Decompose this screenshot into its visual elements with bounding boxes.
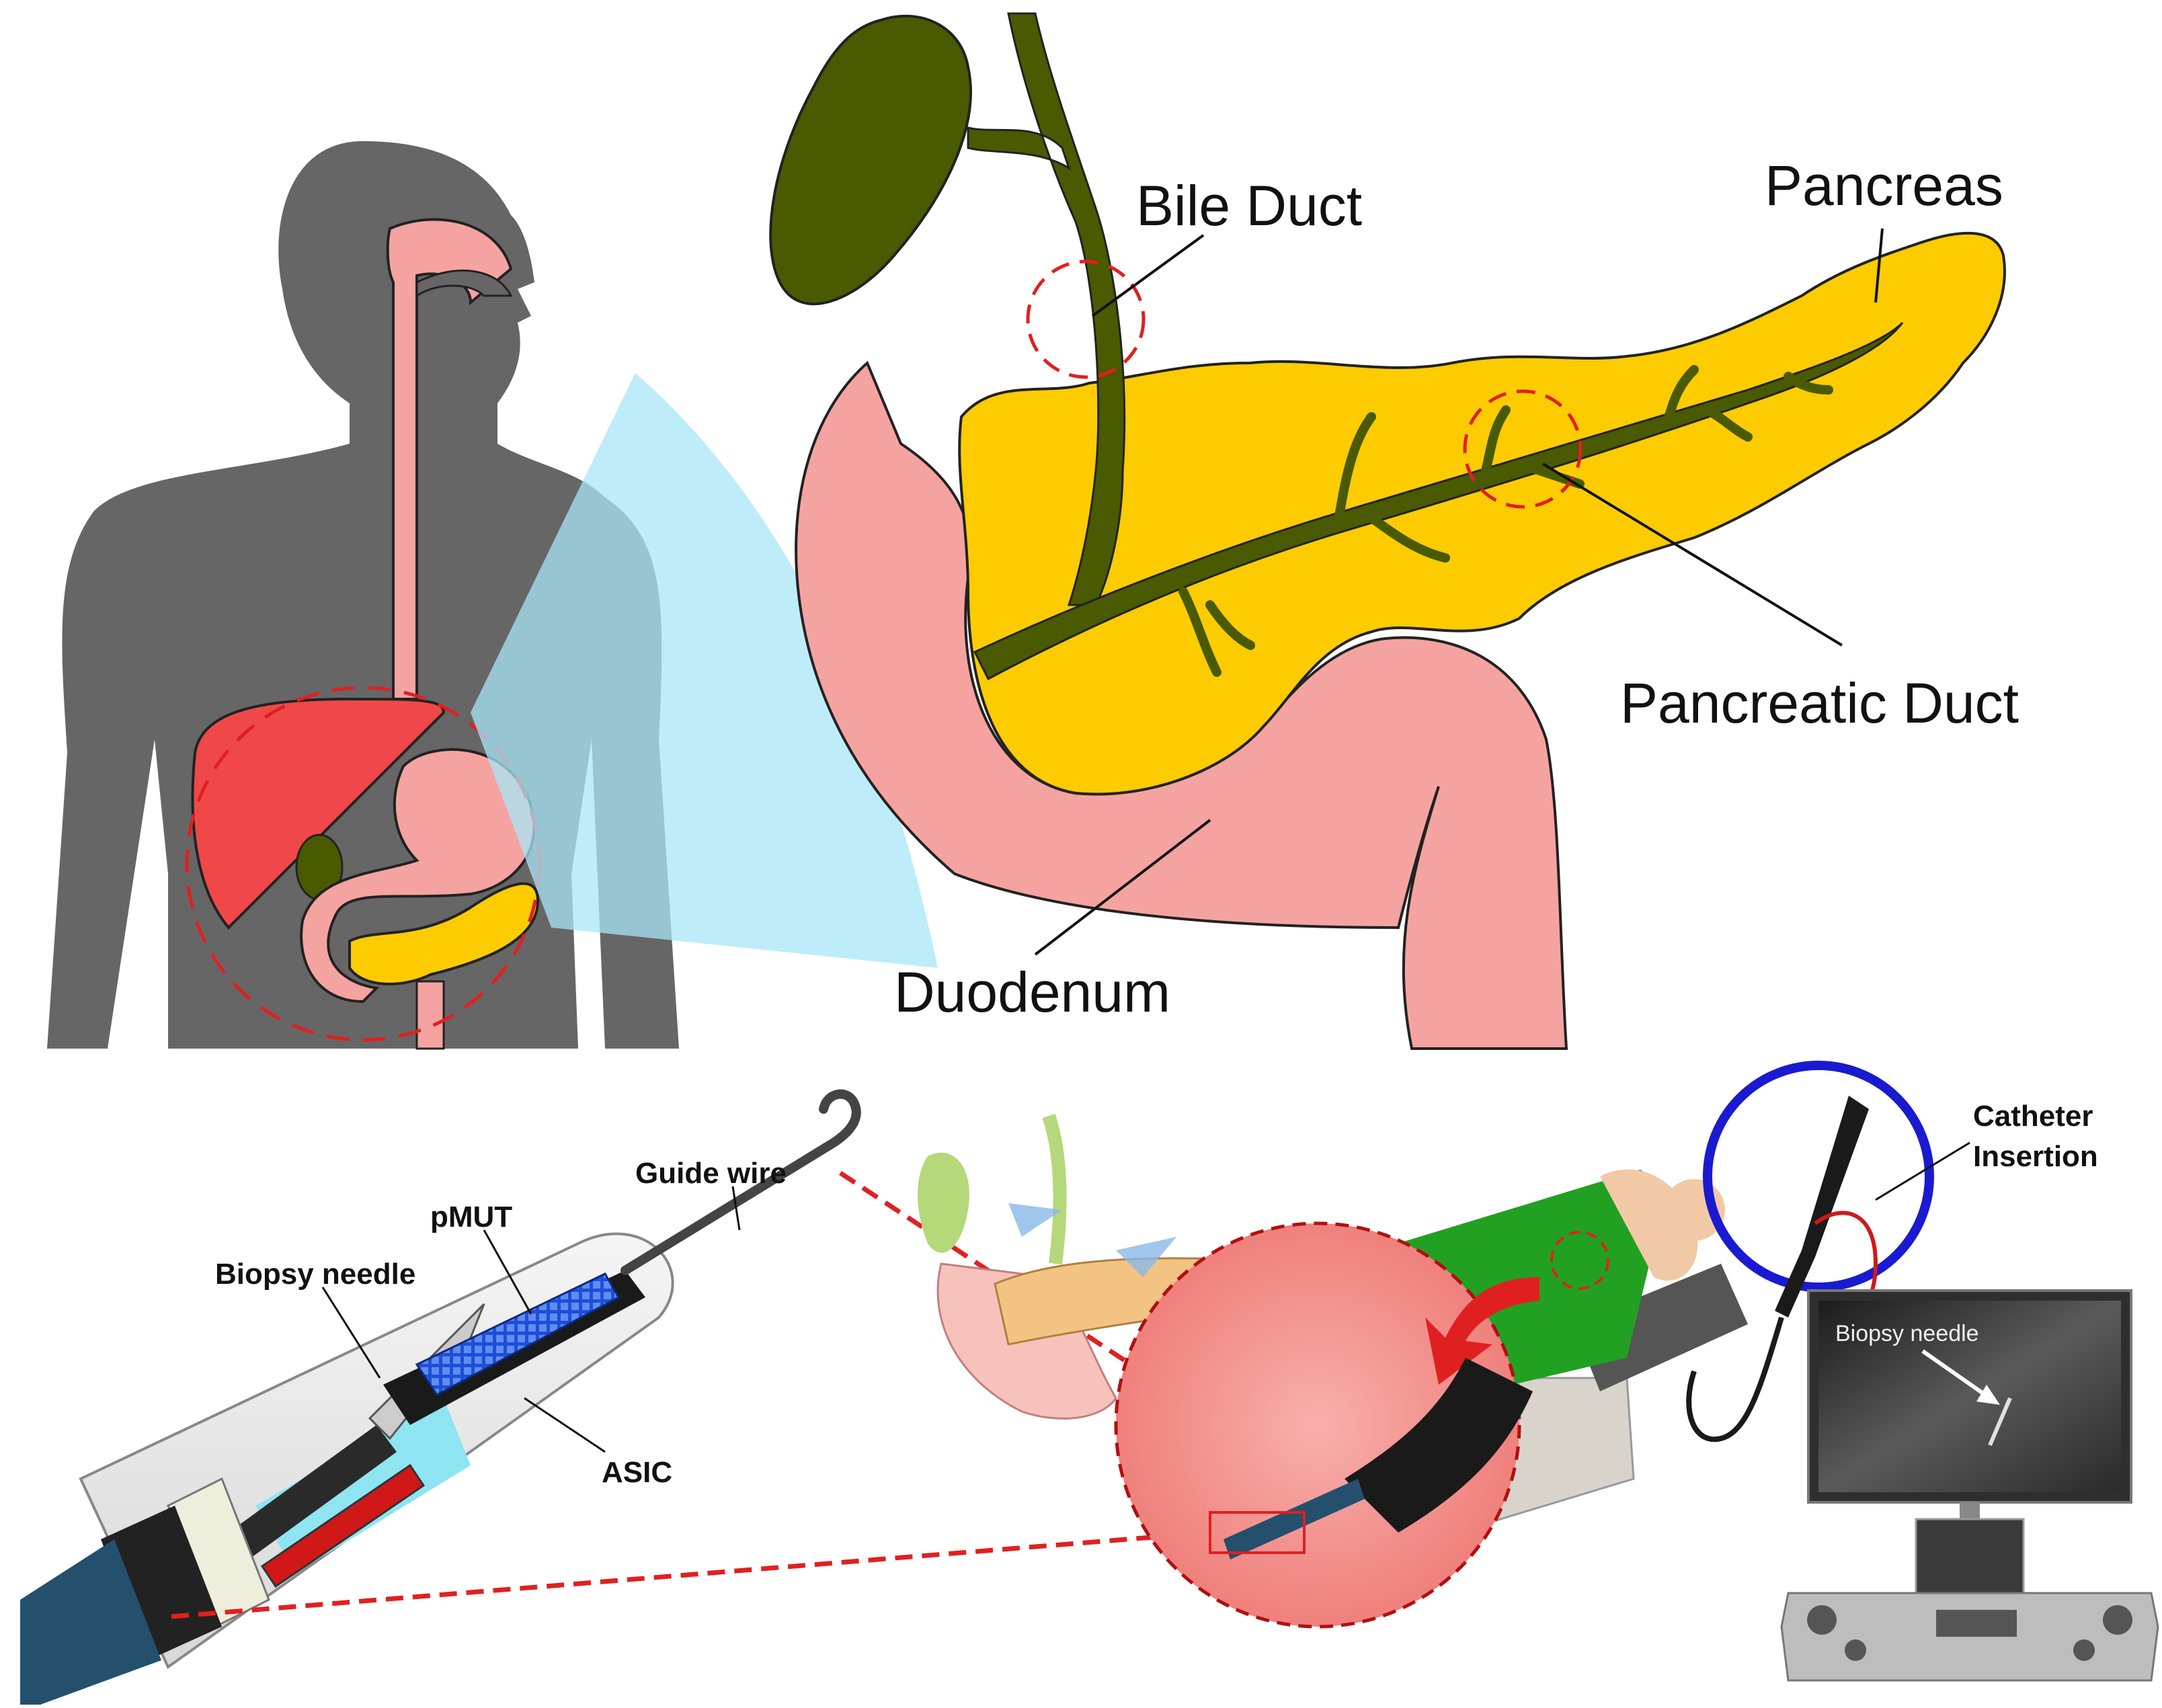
red-cable xyxy=(260,1463,426,1588)
organ-model-gallbladder xyxy=(918,1152,969,1253)
device-leader-lines xyxy=(321,1186,741,1453)
catheter-device: Guide wire pMUT Biopsy needle ASIC xyxy=(20,1089,861,1705)
black-working-channel xyxy=(229,1425,397,1559)
intestine-small xyxy=(415,980,445,1050)
catheter-shaft xyxy=(20,1539,161,1705)
catheter-insertion-leader xyxy=(1875,1141,1970,1201)
screen-arrow-head xyxy=(1976,1385,2000,1405)
catheter-insertion-label-line2: Insertion xyxy=(1973,1140,2098,1173)
screen-biopsy-needle-label: Biopsy needle xyxy=(1835,1321,1979,1346)
curved-arrow xyxy=(1425,1277,1539,1385)
pancreatic-duct-label: Pancreatic Duct xyxy=(1620,672,2019,735)
endoscope-tube xyxy=(1345,1358,1533,1533)
ultrasound-beam-1 xyxy=(1008,1203,1062,1237)
catheter-tip-zoom xyxy=(1224,1479,1365,1559)
ultrasound-screen xyxy=(1818,1301,2121,1492)
gallbladder xyxy=(769,14,972,306)
screen-needle-arrow xyxy=(1921,1349,1991,1400)
zoom-view-cone xyxy=(471,373,938,968)
bile-duct-highlight-circle xyxy=(1026,259,1146,379)
catheter-insertion-circle xyxy=(1703,1061,1934,1292)
catheter-ring-black xyxy=(101,1506,222,1660)
endoscope-handle xyxy=(1775,1096,1869,1317)
leader-lines xyxy=(1034,228,1884,956)
pancreas-small xyxy=(348,882,540,985)
device-highlight-box xyxy=(1209,1511,1306,1554)
inner-lumen xyxy=(255,1398,471,1573)
pancreas xyxy=(958,231,2006,796)
bile-duct-label: Bile Duct xyxy=(1136,174,1362,237)
pancreatic-duct xyxy=(973,321,1904,681)
oral-cavity xyxy=(415,270,513,298)
pmut-array xyxy=(415,1272,620,1396)
asic-label: ASIC xyxy=(602,1456,672,1489)
guide-wire xyxy=(620,1089,861,1275)
pmut-label: pMUT xyxy=(430,1201,512,1233)
endoscope-zoom-circle xyxy=(1114,1221,1521,1629)
duct-branches xyxy=(1178,365,1833,677)
ultrasound-beam-2 xyxy=(1116,1237,1176,1277)
duodenum-label: Duodenum xyxy=(894,961,1170,1024)
anatomy-zoom: Bile Duct Pancreas Pancreatic Duct Duode… xyxy=(769,12,2019,1050)
endoscope-cable xyxy=(1686,1316,1784,1442)
pancreas-label: Pancreas xyxy=(1765,154,2003,217)
biopsy-needle-label: Biopsy needle xyxy=(215,1258,415,1291)
entry-highlight-circle xyxy=(1550,1231,1609,1290)
pancreatic-duct-highlight-circle xyxy=(1463,389,1583,509)
console-display xyxy=(1915,1518,2025,1594)
organ-model-bile-duct xyxy=(1042,1113,1067,1265)
console-knobs xyxy=(1807,1605,2132,1661)
liver xyxy=(191,697,446,930)
clinical-scene: Catheter Insertion Biopsy needle xyxy=(918,1061,2159,1682)
screen-needle-echo xyxy=(1988,1397,2012,1447)
catheter-insertion-label-line1: Catheter xyxy=(1973,1100,2093,1133)
guide-wire-label: Guide wire xyxy=(635,1157,787,1190)
